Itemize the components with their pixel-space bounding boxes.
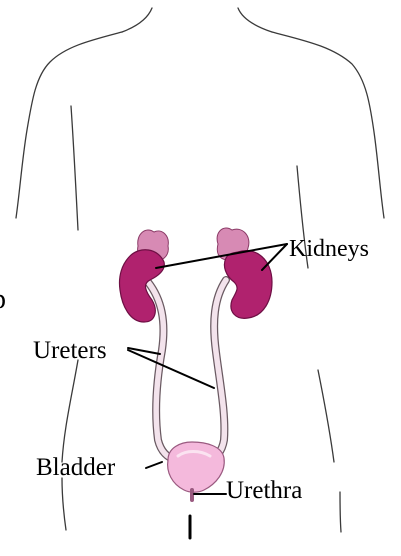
right-shoulder-arm xyxy=(272,32,384,218)
ureters-label: Ureters xyxy=(33,338,107,363)
left-leg xyxy=(62,478,66,530)
neck-left xyxy=(122,8,152,32)
left-torso xyxy=(71,106,78,230)
partial-text: p xyxy=(0,286,6,314)
right-kidney xyxy=(224,251,272,319)
bladder xyxy=(168,442,225,500)
neck-right xyxy=(238,8,272,32)
right-leg xyxy=(340,492,341,532)
right-hip xyxy=(318,370,334,462)
right-ureter-fill xyxy=(208,280,226,460)
left-shoulder-arm xyxy=(16,32,122,218)
urethra-label: Urethra xyxy=(226,478,302,503)
bladder-leader xyxy=(146,462,162,468)
left-hip xyxy=(62,360,78,462)
bladder-label: Bladder xyxy=(36,455,115,480)
kidneys-label: Kidneys xyxy=(289,237,369,261)
bladder-body xyxy=(168,442,225,492)
ureters-leader-bottom xyxy=(128,350,214,388)
ureters xyxy=(148,280,226,460)
